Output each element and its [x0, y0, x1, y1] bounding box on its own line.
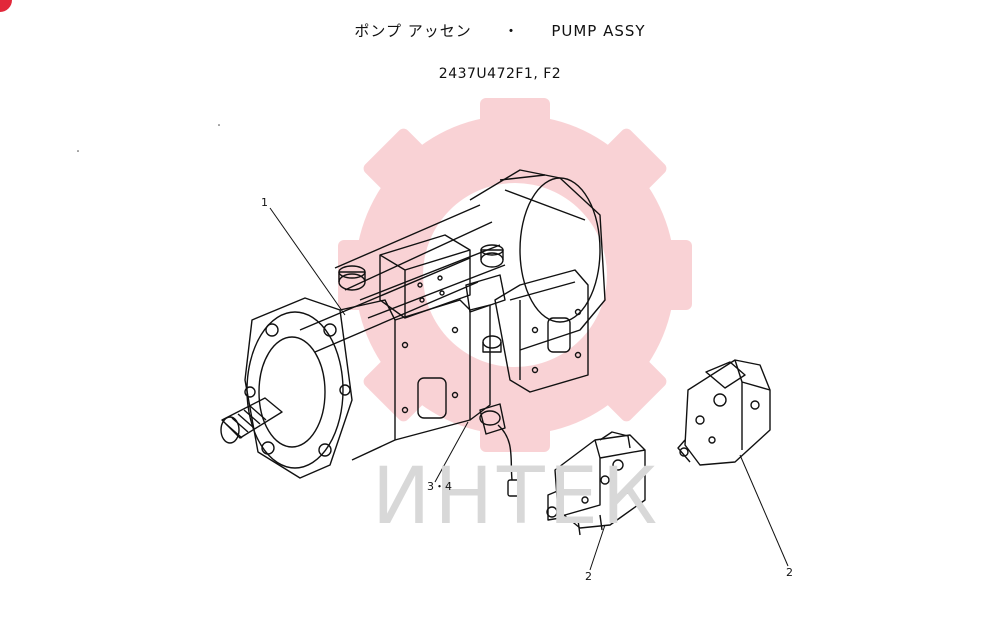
title-japanese: ポンプ アッセン [354, 22, 472, 40]
regulator-right [677, 359, 771, 466]
regulator-left [546, 431, 646, 536]
main-pump-body [220, 169, 606, 479]
page-title: ポンプ アッセン ・ PUMP ASSY [0, 20, 1000, 41]
watermark-logo-text: ИНТЕК [372, 452, 662, 542]
callout-part-1: 1 [261, 196, 268, 209]
leader-lines [269, 207, 789, 571]
title-english: PUMP ASSY [551, 22, 646, 40]
callout-part-3-4: 3・4 [427, 480, 452, 493]
watermark-gear-icon [338, 98, 692, 452]
title-separator: ・ [503, 22, 520, 40]
callout-part-2-right: 2 [786, 566, 793, 579]
part-number: 2437U472F1, F2 [438, 66, 562, 82]
pressure-sensor [479, 403, 521, 497]
callout-part-2-left: 2 [585, 570, 592, 583]
